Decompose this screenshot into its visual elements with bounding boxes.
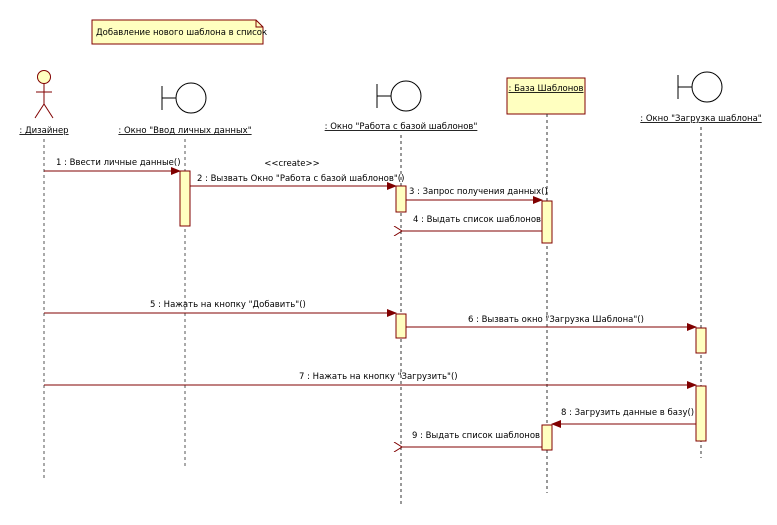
message-label: 2 : Вызвать Окно "Работа с базой шаблоно… — [197, 174, 404, 184]
lifeline-win-personal[interactable]: : Окно "Ввод личных данных" — [118, 82, 252, 468]
diagram-note[interactable]: Добавление нового шаблона в список — [91, 19, 267, 45]
message-5[interactable]: 5 : Нажать на кнопку "Добавить"() — [44, 300, 397, 317]
message-label: 9 : Выдать список шаблонов — [412, 431, 540, 441]
lifeline-designer[interactable]: : Дизайнер — [19, 70, 69, 479]
message-label: 1 : Ввести личные данные() — [56, 158, 181, 168]
message-label: 8 : Загрузить данные в базу() — [561, 408, 694, 418]
activations — [179, 170, 707, 451]
lifeline-label: : Окно "Работа с базой шаблонов" — [325, 122, 478, 132]
actor-icon — [34, 70, 54, 119]
message-label: 3 : Запрос получения данных() — [409, 187, 548, 197]
activation-bar — [541, 424, 553, 451]
message-stereotype: <<create>> — [264, 159, 319, 169]
message-label: 5 : Нажать на кнопку "Добавить"() — [150, 300, 306, 310]
lifeline-win-upload[interactable]: : Окно "Загрузка шаблона" — [640, 71, 762, 458]
boundary-icon — [376, 80, 422, 112]
message-label: 7 : Нажать на кнопку "Загрузить"() — [299, 372, 458, 382]
message-7[interactable]: 7 : Нажать на кнопку "Загрузить"() — [44, 372, 697, 389]
note-text: Добавление нового шаблона в список — [96, 28, 267, 38]
message-label: 4 : Выдать список шаблонов — [413, 215, 541, 225]
lifeline-label: : Дизайнер — [19, 126, 68, 136]
lifeline-db[interactable]: : База Шаблонов — [506, 77, 586, 493]
lifeline-win-templates[interactable]: : Окно "Работа с базой шаблонов" — [325, 80, 478, 507]
message-8[interactable]: 8 : Загрузить данные в базу() — [551, 408, 696, 428]
activation-bar — [395, 313, 407, 339]
message-2[interactable]: <<create>> 2 : Вызвать Окно "Работа с ба… — [190, 159, 404, 190]
activation-bar — [695, 385, 707, 442]
message-1[interactable]: 1 : Ввести личные данные() — [44, 158, 181, 175]
activation-bar — [541, 200, 553, 244]
message-3[interactable]: 3 : Запрос получения данных() — [406, 187, 548, 204]
message-label: 6 : Вызвать окно "Загрузка Шаблона"() — [468, 315, 644, 325]
message-9[interactable]: 9 : Выдать список шаблонов — [402, 431, 542, 447]
activation-bar — [395, 185, 407, 213]
lifeline-label: : База Шаблонов — [509, 84, 584, 94]
lifeline-label: : Окно "Ввод личных данных" — [118, 126, 251, 136]
boundary-icon — [161, 82, 207, 114]
activation-bar — [179, 170, 191, 227]
activation-bar — [695, 327, 707, 354]
message-4[interactable]: 4 : Выдать список шаблонов — [402, 215, 542, 231]
lifeline-label: : Окно "Загрузка шаблона" — [640, 114, 762, 124]
boundary-icon — [677, 71, 723, 103]
object-box — [506, 77, 586, 115]
message-6[interactable]: 6 : Вызвать окно "Загрузка Шаблона"() — [406, 315, 697, 331]
